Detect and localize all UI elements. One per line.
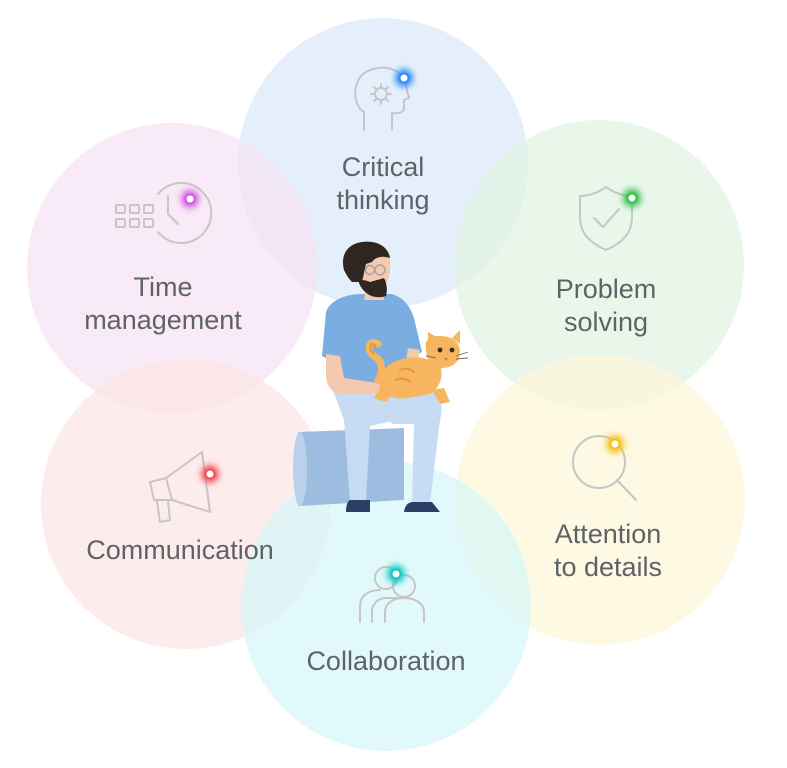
right-shoe: [404, 502, 440, 512]
label-problem-solving: Problem solving: [506, 273, 706, 339]
megaphone-icon: [149, 451, 211, 523]
label-line: thinking: [336, 185, 430, 215]
label-attention-to-details: Attention to details: [508, 518, 708, 584]
dot-communication: [201, 465, 219, 483]
label-time-management: Time management: [63, 271, 263, 337]
person-head: [342, 241, 391, 298]
circle-problem-solving: [454, 120, 744, 410]
circle-time-management: [27, 123, 317, 413]
label-line: Attention: [554, 519, 662, 549]
dot-time-management: [181, 190, 199, 208]
magnifier-icon: [572, 435, 637, 501]
cat: [365, 330, 469, 404]
label-line: management: [84, 305, 242, 335]
label-line: solving: [563, 307, 649, 337]
calendar-clock-icon: [115, 182, 213, 244]
person-left-arm: [326, 354, 386, 394]
indicator-dots: [181, 69, 641, 583]
person-with-cat-illustration: [293, 241, 469, 512]
dot-problem-solving: [623, 189, 641, 207]
label-collaboration: Collaboration: [276, 645, 496, 678]
dot-collaboration: [387, 565, 405, 583]
label-line: Critical: [341, 152, 425, 182]
label-line: to details: [553, 552, 663, 582]
dot-critical-thinking: [395, 69, 413, 87]
label-communication: Communication: [70, 534, 290, 567]
circle-attention-to-details: [455, 355, 745, 645]
person-legs: [332, 384, 442, 504]
left-shoe: [346, 500, 370, 512]
people-icon: [359, 566, 425, 623]
label-critical-thinking: Critical thinking: [283, 151, 483, 217]
label-line: Collaboration: [306, 646, 466, 676]
label-line: Communication: [86, 535, 274, 565]
label-line: Time: [133, 272, 193, 302]
dot-attention-to-details: [606, 435, 624, 453]
label-line: Problem: [555, 274, 657, 304]
